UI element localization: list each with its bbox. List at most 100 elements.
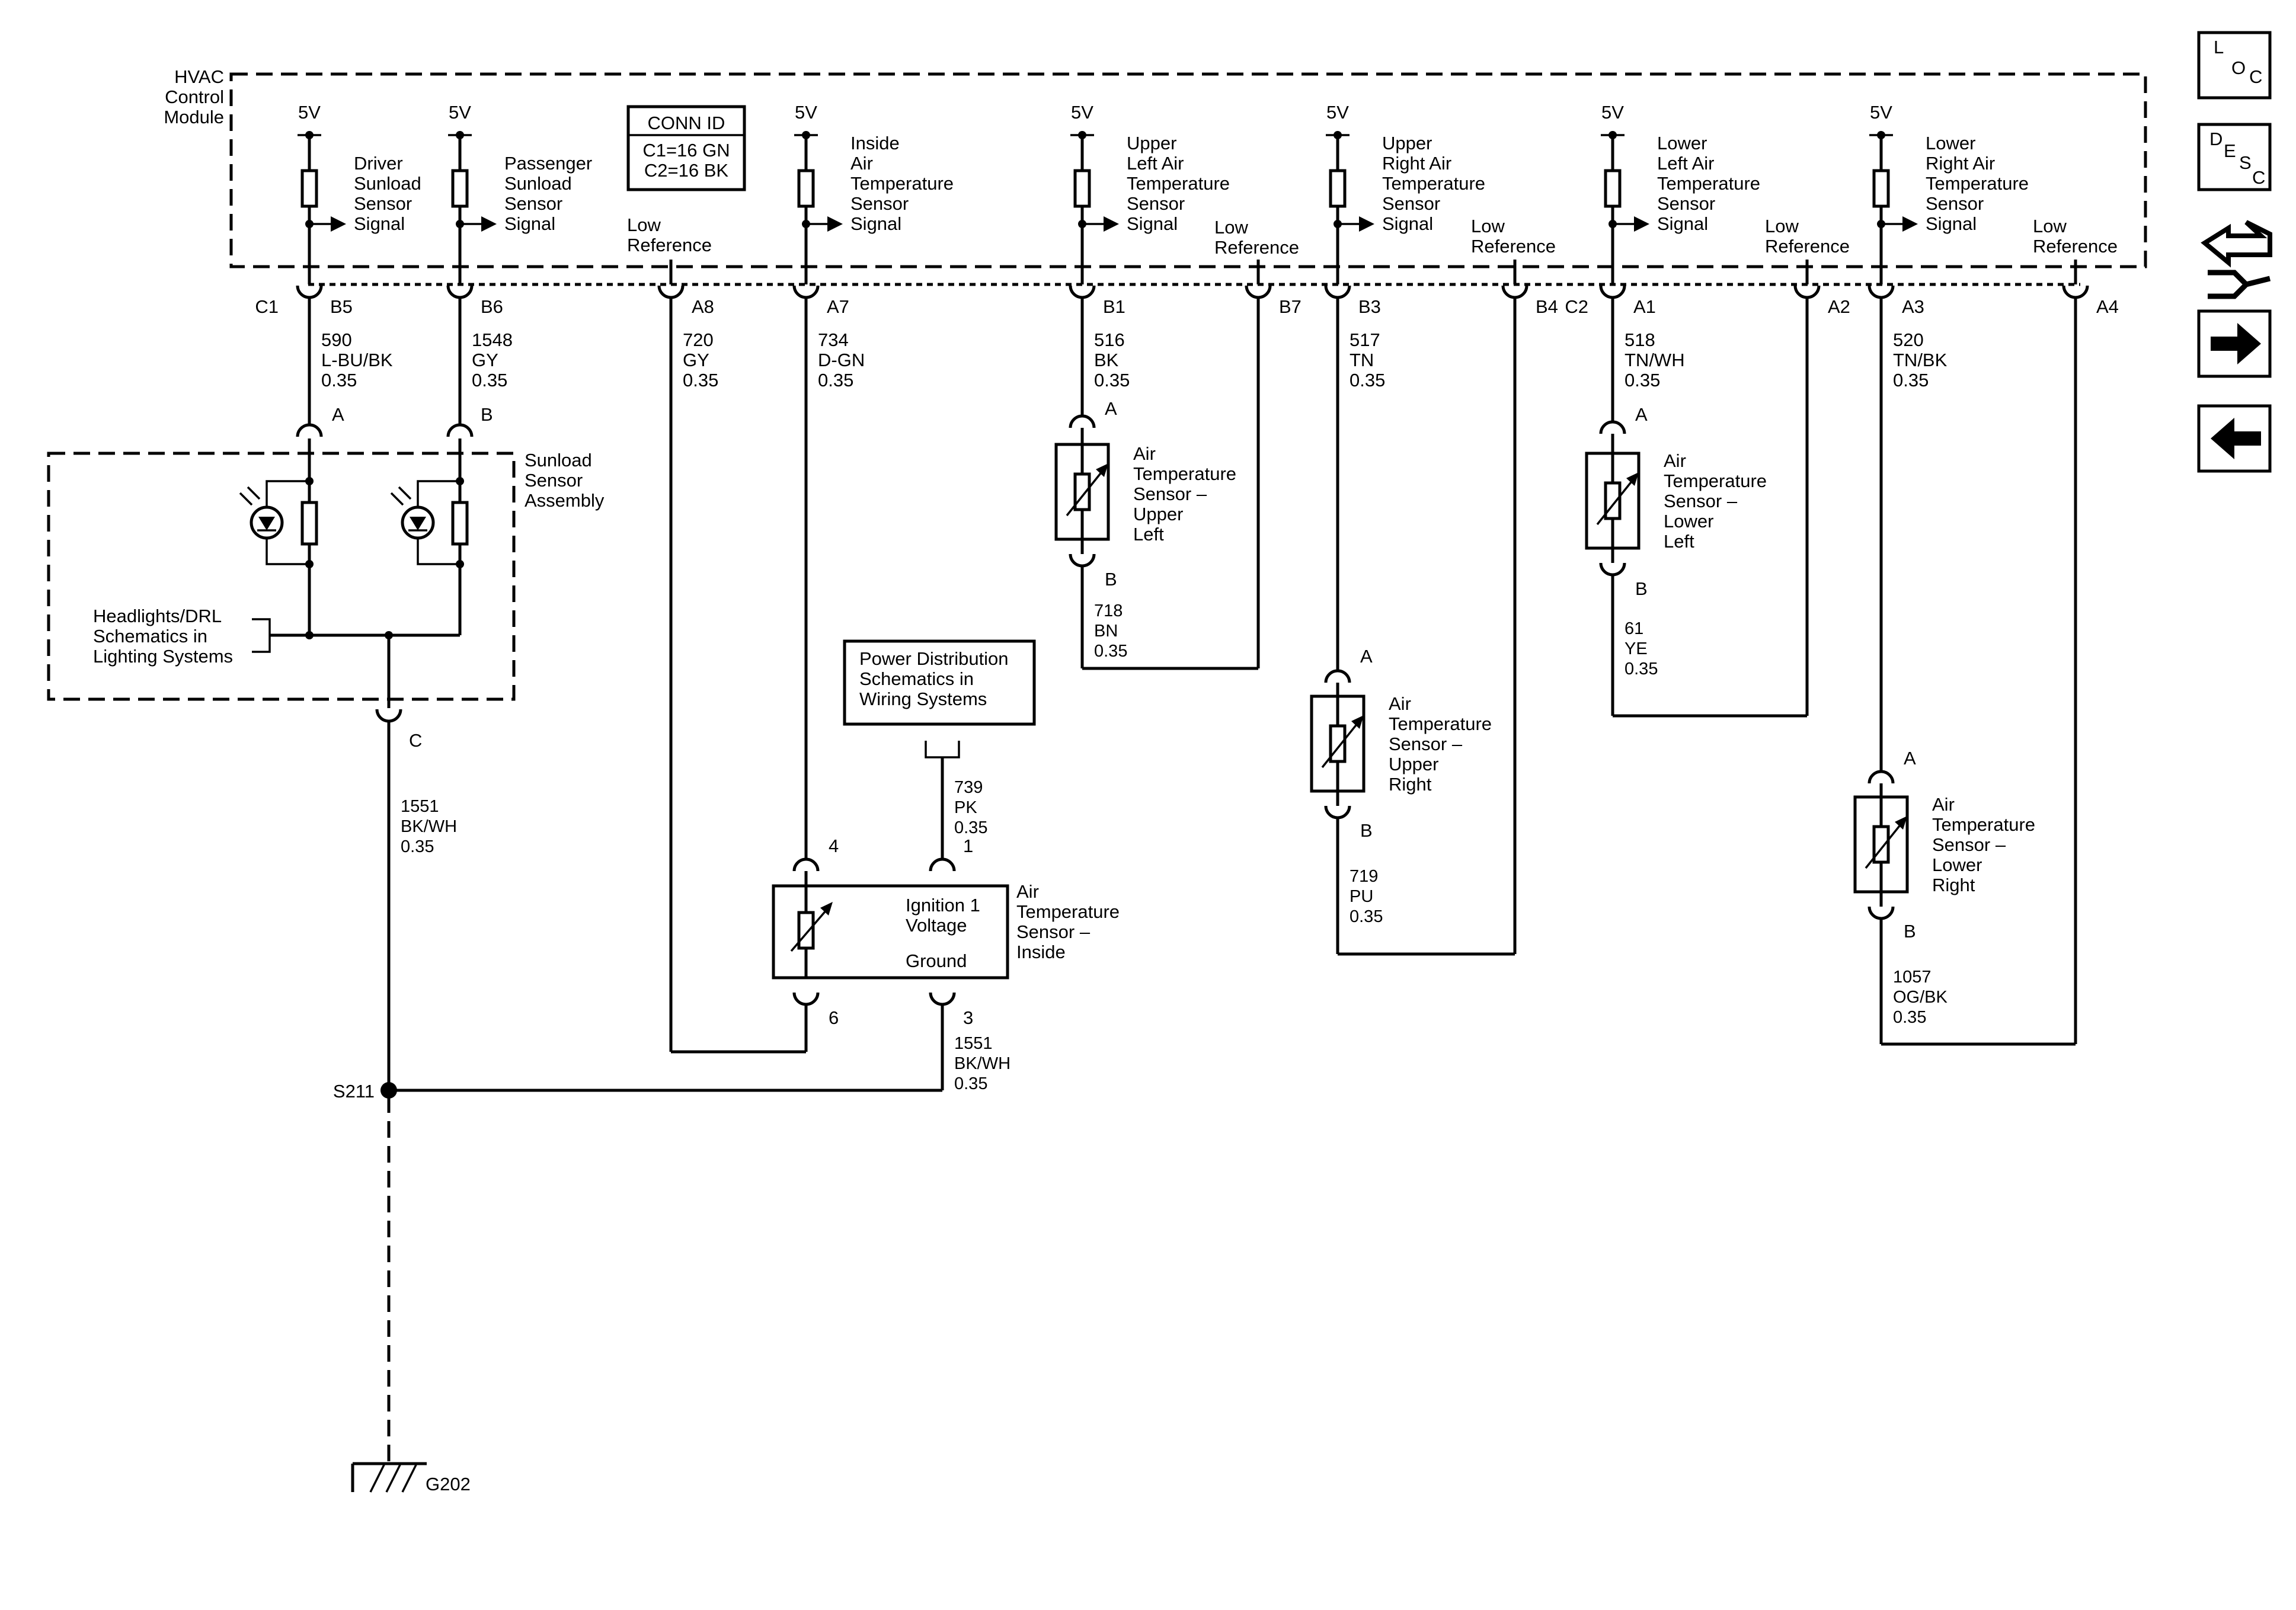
svg-text:Left Air: Left Air [1657,153,1715,174]
svg-text:Sunload: Sunload [525,450,592,470]
svg-text:0.35: 0.35 [1893,370,1929,391]
svg-text:3: 3 [963,1007,973,1028]
air-temp-sensor-lower-right: A B Air Temperature Sensor – Lower Right… [1853,297,2077,1046]
svg-text:Signal: Signal [504,213,555,234]
svg-text:1551: 1551 [954,1034,993,1053]
svg-text:L: L [2214,37,2224,57]
svg-text:Sensor –: Sensor – [1664,491,1738,511]
svg-text:B5: B5 [330,296,353,317]
svg-text:C: C [409,730,422,751]
supply-labels: 5V 5V 5V 5V 5V 5V 5V [298,102,1892,123]
module-name-line1: HVAC [174,66,224,87]
svg-text:Low: Low [2033,216,2067,236]
svg-text:BK/WH: BK/WH [401,817,457,836]
svg-text:GY: GY [472,350,498,370]
svg-text:Left Air: Left Air [1127,153,1184,174]
low-reference-labels: Low Reference Low Reference Low Referenc… [627,215,2118,258]
power-distribution-reference: Power Distribution Schematics in Wiring … [843,639,1036,726]
svg-text:0.35: 0.35 [472,370,507,391]
svg-text:L-BU/BK: L-BU/BK [321,350,393,370]
svg-text:5V: 5V [298,102,321,123]
svg-text:Sunload: Sunload [504,173,572,194]
svg-text:TN/BK: TN/BK [1893,350,1948,370]
svg-text:1057: 1057 [1893,968,1932,987]
svg-text:BK: BK [1094,350,1119,370]
svg-text:Upper: Upper [1382,133,1432,153]
svg-text:BK/WH: BK/WH [954,1054,1011,1073]
svg-text:Temperature: Temperature [850,173,954,194]
svg-text:GY: GY [683,350,709,370]
svg-text:Upper: Upper [1389,754,1438,774]
loc-icon: L O C [2214,37,2262,87]
svg-text:B: B [1635,578,1648,599]
loc-button[interactable]: L O C [2197,31,2272,100]
svg-text:Signal: Signal [1926,213,1977,234]
svg-text:Sensor: Sensor [1926,193,1984,214]
svg-text:0.35: 0.35 [1893,1008,1926,1027]
svg-text:Air: Air [1133,443,1156,464]
previous-button[interactable] [2197,404,2272,473]
svg-text:517: 517 [1350,329,1380,350]
desc-button[interactable]: D E S C [2197,123,2272,191]
svg-text:Sensor –: Sensor – [1932,834,2006,855]
svg-text:YE: YE [1625,639,1648,658]
svg-text:0.35: 0.35 [818,370,853,391]
svg-text:Sunload: Sunload [354,173,421,194]
svg-text:6: 6 [829,1007,839,1028]
svg-text:Sensor: Sensor [850,193,909,214]
conn-id-box: CONN ID C1=16 GN C2=16 BK [626,105,746,191]
svg-text:0.35: 0.35 [1350,370,1385,391]
svg-text:Schematics in: Schematics in [859,668,974,689]
svg-text:Low: Low [1765,216,1799,236]
svg-text:Air: Air [1389,693,1411,714]
svg-text:734: 734 [818,329,849,350]
svg-text:B4: B4 [1536,296,1558,317]
svg-text:5V: 5V [795,102,817,123]
svg-text:B: B [1360,820,1373,841]
connector-repair-button[interactable] [2201,220,2272,299]
wire-labels-top: 590 L-BU/BK 0.35 1548 GY 0.35 720 GY 0.3… [321,329,1948,391]
svg-text:Assembly: Assembly [525,490,605,511]
svg-text:Driver: Driver [354,153,403,174]
svg-text:1: 1 [963,836,973,856]
svg-text:Lower: Lower [1926,133,1975,153]
next-button[interactable] [2197,309,2272,378]
ground-circuit: 1551 BK/WH 0.35 S211 G202 [333,720,942,1494]
svg-text:CONN ID: CONN ID [648,113,725,133]
svg-text:C: C [2249,66,2262,87]
svg-text:C1=16 GN: C1=16 GN [642,140,730,161]
svg-text:1551: 1551 [401,797,439,816]
svg-text:B3: B3 [1358,296,1381,317]
svg-text:Temperature: Temperature [1016,901,1120,922]
svg-text:5V: 5V [1870,102,1892,123]
svg-text:Inside: Inside [850,133,900,153]
svg-text:Wiring Systems: Wiring Systems [859,689,987,709]
svg-text:Signal: Signal [354,213,405,234]
air-temp-sensor-upper-left: A B Air Temperature Sensor – Upper Left … [1054,297,1260,670]
svg-text:BN: BN [1094,622,1118,641]
svg-text:Lighting Systems: Lighting Systems [93,646,233,667]
svg-text:5V: 5V [449,102,471,123]
svg-text:D-GN: D-GN [818,350,865,370]
svg-text:O: O [2231,57,2246,78]
svg-text:B1: B1 [1103,296,1125,317]
svg-text:516: 516 [1094,329,1125,350]
svg-text:Lower: Lower [1664,511,1713,532]
svg-text:0.35: 0.35 [321,370,357,391]
svg-text:Power Distribution: Power Distribution [859,648,1009,669]
svg-text:D: D [2209,129,2223,149]
svg-text:Temperature: Temperature [1657,173,1760,194]
svg-text:Temperature: Temperature [1389,713,1492,734]
svg-text:Schematics in: Schematics in [93,626,207,646]
svg-text:1548: 1548 [472,329,513,350]
air-temp-sensor-upper-right: A B Air Temperature Sensor – Upper Right… [1310,297,1517,956]
svg-text:Inside: Inside [1016,942,1066,962]
svg-text:PU: PU [1350,887,1373,906]
svg-text:0.35: 0.35 [1350,907,1383,926]
svg-text:0.35: 0.35 [1094,642,1127,661]
svg-text:0.35: 0.35 [954,818,987,837]
svg-text:718: 718 [1094,601,1123,620]
svg-text:Sensor –: Sensor – [1389,734,1463,754]
desc-icon: D E S C [2209,129,2265,188]
svg-text:Reference: Reference [1214,237,1299,258]
